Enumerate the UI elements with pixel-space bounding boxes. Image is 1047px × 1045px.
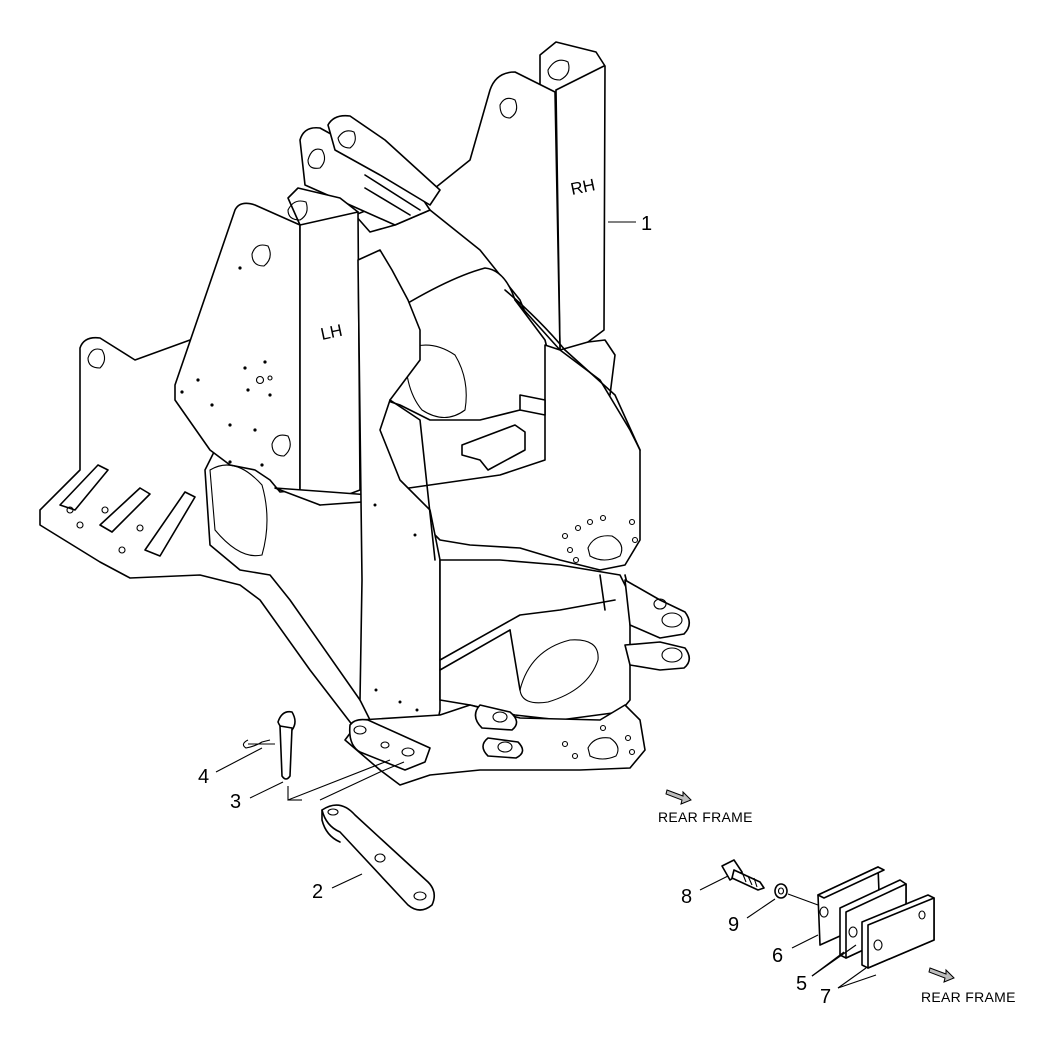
bolt <box>721 859 765 891</box>
clip <box>242 739 275 749</box>
callout-5: 5 <box>796 973 807 995</box>
pin <box>277 710 296 780</box>
lower-pivot-ear <box>624 641 691 671</box>
lh-label: LH <box>319 321 344 344</box>
callout-3: 3 <box>230 791 241 813</box>
upper-cross-member <box>299 126 431 226</box>
link-bar <box>321 804 436 911</box>
rh-label: RH <box>569 175 597 199</box>
callout-8: 8 <box>681 886 692 908</box>
lh-bolt-pattern <box>180 266 272 467</box>
front-frame <box>39 41 691 786</box>
lh-side-plate <box>174 202 301 493</box>
callout-7: 7 <box>820 986 831 1008</box>
leader-lines <box>215 221 877 989</box>
rear-frame-label-1: REAR FRAME <box>658 809 753 825</box>
washer <box>774 883 788 899</box>
shim-7 <box>861 894 935 969</box>
rh-side-plate <box>354 71 561 361</box>
direction-arrow-icon <box>665 789 692 805</box>
callout-9: 9 <box>728 914 739 936</box>
direction-arrow-icon <box>928 967 955 983</box>
right-ear-bolts <box>561 514 639 564</box>
right-arm-plate <box>394 344 641 571</box>
callout-2: 2 <box>312 881 323 903</box>
callout-1: 1 <box>641 213 652 235</box>
callout-4: 4 <box>198 766 209 788</box>
front-clevis <box>348 718 431 771</box>
rear-frame-label-2: REAR FRAME <box>921 989 1016 1005</box>
callout-6: 6 <box>772 945 783 967</box>
lh-post <box>287 187 361 506</box>
left-base-wing <box>39 336 396 746</box>
bottom-bolts <box>561 724 636 760</box>
frame-dots <box>373 503 419 712</box>
